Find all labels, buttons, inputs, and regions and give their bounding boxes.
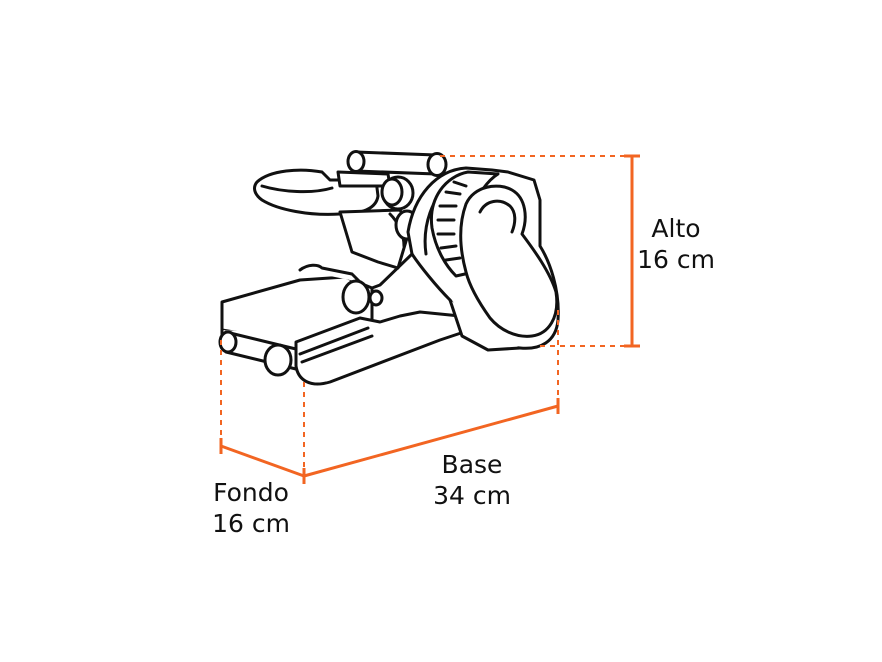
base-label: Base 34 cm	[420, 449, 524, 511]
fondo-dimension	[219, 340, 306, 484]
fondo-label-name: Fondo	[213, 478, 289, 507]
fondo-label: Fondo 16 cm	[199, 477, 303, 539]
alto-label-name: Alto	[651, 214, 701, 243]
alto-dimension	[440, 154, 640, 348]
base-label-name: Base	[441, 450, 503, 479]
alto-label: Alto 16 cm	[624, 213, 728, 275]
belt-roller	[218, 310, 472, 386]
base-dimension	[303, 310, 560, 478]
side-cover	[459, 184, 559, 338]
alto-label-value: 16 cm	[637, 245, 715, 274]
base-dimension-line	[303, 404, 559, 478]
belt-sander-illustration	[218, 150, 560, 386]
dimension-lines	[219, 154, 640, 484]
fondo-label-value: 16 cm	[212, 509, 290, 538]
front-grip	[253, 168, 415, 216]
fondo-dimension-line	[220, 444, 305, 478]
base-label-value: 34 cm	[433, 481, 511, 510]
